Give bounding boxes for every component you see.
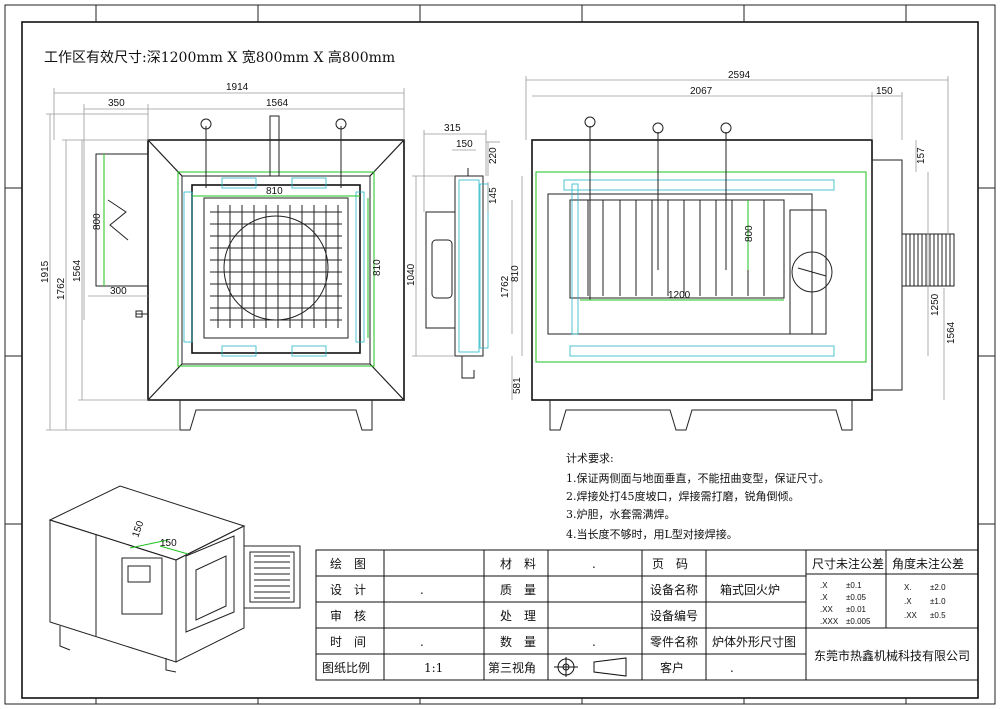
label-dims_front-w1564: 1564 <box>266 98 289 109</box>
inner-border <box>21 21 979 699</box>
label-titleblock-rows-4-k3: 客户 <box>660 660 684 675</box>
label-titleblock-rows-3-k1: 时 间 <box>330 635 366 649</box>
label-titleblock-ang_title: 角度未注公差 <box>892 556 964 571</box>
label-dims_front-h1762: 1762 <box>56 277 67 300</box>
label-titleblock-rows-0-k2: 材 料 <box>500 557 536 571</box>
label-dims_right-h157: 157 <box>916 147 927 164</box>
label-dims_side-h145: 145 <box>488 187 499 204</box>
label-titleblock-rows-2-k1: 审 核 <box>330 608 366 623</box>
label-dims_front-h1564: 1564 <box>72 259 83 282</box>
title-block: 绘 图 材 料 . 页 码 设 计 . 质 量 设备名称 箱式回火炉 审 核 处… <box>315 549 979 681</box>
label-dims_right-h581: 581 <box>512 377 523 394</box>
label-dims_side-h220: 220 <box>488 147 499 164</box>
label-iso_dims-d150b: 150 <box>160 538 177 549</box>
label-tech-items-2: 3.炉胆，水套需满焊。 <box>566 507 676 521</box>
label-titleblock-tol-3-1: ±0.005 <box>846 617 871 626</box>
label-titleblock-rows-2-k3: 设备编号 <box>650 608 698 623</box>
outer-border <box>4 4 996 705</box>
label-dims_side-w150: 150 <box>456 139 473 150</box>
label-titleblock-rows-1-k2: 质 量 <box>500 583 536 597</box>
label-titleblock-rows-1-v1: . <box>420 583 424 597</box>
label-titleblock-rows-3-v3: 炉体外形尺寸图 <box>712 635 796 649</box>
label-titleblock-rows-3-k3: 零件名称 <box>650 634 698 649</box>
front-dimensions: 1914 350 1564 810 300 1915 1762 1564 800… <box>40 82 405 431</box>
label-dims_front-w810: 810 <box>266 186 283 197</box>
label-dims_front-w1914: 1914 <box>226 82 249 93</box>
side-dimensions: 315 150 220 145 1040 <box>406 123 500 357</box>
front-view <box>95 115 406 431</box>
label-iso_dims-d150a: 150 <box>130 519 146 539</box>
label-titleblock-rows-4-v3: . <box>730 661 734 675</box>
right-view <box>531 116 955 431</box>
label-titleblock-rows-0-v2: . <box>592 557 596 571</box>
label-titleblock-rows-3-v1: . <box>420 635 424 649</box>
label-titleblock-rows-4-k2: 第三视角 <box>488 660 536 675</box>
label-titleblock-tol-1-0: .X <box>820 593 828 602</box>
label-titleblock-rows-4-v1: 1:1 <box>424 661 443 675</box>
isometric-view: 150 150 <box>48 485 301 673</box>
label-dims_front-h810: 810 <box>372 259 383 276</box>
label-titleblock-ang-0-0: X. <box>904 583 912 592</box>
label-dims_right-h1250: 1250 <box>930 293 941 316</box>
label-dims_right-w1200: 1200 <box>668 290 691 301</box>
label-tech-items-0: 1.保证两侧面与地面垂直，不能扭曲变型，保证尺寸。 <box>566 471 830 485</box>
label-titleblock-ang-1-1: ±1.0 <box>930 597 946 606</box>
label-dims_right-w150: 150 <box>876 86 893 97</box>
label-titleblock-rows-1-v3: 箱式回火炉 <box>720 582 780 597</box>
label-titleblock-rows-4-k1: 图纸比例 <box>322 661 370 675</box>
label-tech-items-3: 4.当长度不够时，用L型对接焊接。 <box>566 527 738 541</box>
label-titleblock-rows-0-k3: 页 码 <box>652 557 688 571</box>
label-titleblock-tol-0-1: ±0.1 <box>846 581 862 590</box>
label-titleblock-ang-2-0: .XX <box>904 611 918 620</box>
right-ribs <box>587 200 765 296</box>
heading-dimensions: 工作区有效尺寸:深1200mm X 宽800mm X 高800mm <box>44 49 395 66</box>
label-titleblock-tol-1-1: ±0.05 <box>846 593 867 602</box>
zone-ticks <box>5 5 995 704</box>
third-angle-symbol-icon <box>554 657 627 677</box>
front-mesh <box>210 205 342 328</box>
label-dims_side-h1040: 1040 <box>406 263 417 286</box>
label-titleblock-rows-2-k2: 处 理 <box>500 609 536 623</box>
label-titleblock-rows-3-v2: . <box>592 635 596 649</box>
label-dims_right-h1564: 1564 <box>946 321 957 344</box>
label-tech-title: 计术要求: <box>566 452 614 465</box>
label-dims_right-h810: 810 <box>510 265 521 282</box>
label-titleblock-rows-3-k2: 数 量 <box>500 634 536 649</box>
label-titleblock-rows-0-k1: 绘 图 <box>330 556 366 571</box>
label-dims_right-w2067: 2067 <box>690 86 713 97</box>
label-tech-items-1: 2.焊接处打45度坡口，焊接需打磨，锐角倒倾。 <box>566 489 800 503</box>
label-titleblock-rows-1-k1: 设 计 <box>330 583 366 597</box>
label-dims_right-w2594: 2594 <box>728 70 751 81</box>
label-titleblock-tol-2-1: ±0.01 <box>846 605 867 614</box>
label-titleblock-tol-2-0: .XX <box>820 605 834 614</box>
label-titleblock-ang-1-0: .X <box>904 597 912 606</box>
label-dims_front-w350: 350 <box>108 98 125 109</box>
tech-requirements: 计术要求: 1.保证两侧面与地面垂直，不能扭曲变型，保证尺寸。 2.焊接处打45… <box>566 452 830 541</box>
label-titleblock-ang-2-1: ±0.5 <box>930 611 946 620</box>
label-dims_front-w300: 300 <box>110 286 127 297</box>
label-dims_right-h1762: 1762 <box>500 275 511 298</box>
label-titleblock-tol-3-0: .XXX <box>820 617 839 626</box>
label-dims_side-w315: 315 <box>444 123 461 134</box>
label-dims_right-h800: 800 <box>744 225 755 242</box>
label-titleblock-ang-0-1: ±2.0 <box>930 583 946 592</box>
side-view <box>425 168 489 379</box>
label-dims_front-h1915: 1915 <box>40 260 51 283</box>
label-titleblock-rows-1-k3: 设备名称 <box>650 582 698 597</box>
label-titleblock-tol_title: 尺寸未注公差 <box>812 556 884 571</box>
right-dimensions: 2594 2067 150 157 810 1762 581 800 1200 … <box>500 70 957 400</box>
label-titleblock-tol-0-0: .X <box>820 581 828 590</box>
company-name: 东莞市热鑫机械科技有限公司 <box>814 648 970 663</box>
label-dims_front-h800: 800 <box>92 213 103 230</box>
